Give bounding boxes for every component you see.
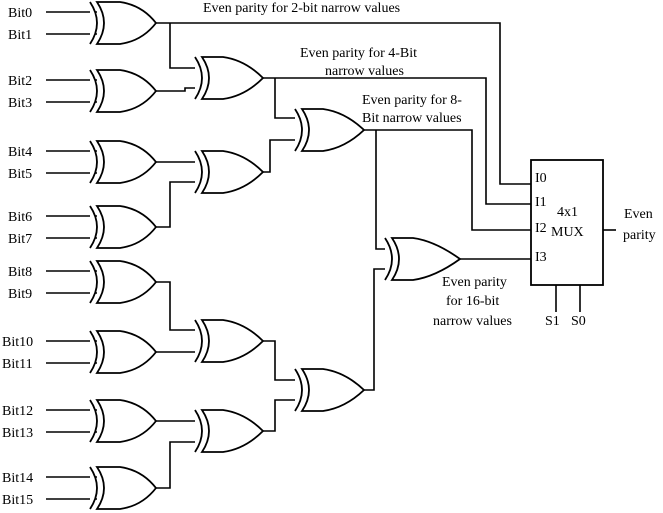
xor-gate-bit14-bit15 [89,466,158,510]
mux-input-i3: I3 [535,250,547,265]
input-label-bit11: Bit11 [2,357,33,372]
xor-gate-4bit-lower [194,409,265,453]
interconnect-wires [156,22,616,489]
input-label-bit3: Bit3 [8,96,32,111]
input-label-bit15: Bit15 [2,493,33,508]
input-label-bit12: Bit12 [2,404,33,419]
input-label-bit14: Bit14 [2,471,33,486]
input-label-bit1: Bit1 [8,28,32,43]
mux-title-line2: MUX [551,225,584,240]
mux-title-line1: 4x1 [557,205,578,220]
label-8bit-parity-line2: Bit narrow values [362,111,462,126]
input-label-bit9: Bit9 [8,287,32,302]
xor-gate-4bit-second [194,150,265,194]
xor-gate-bit8-bit9 [89,260,158,304]
input-label-bit5: Bit5 [8,167,32,182]
input-label-bit2: Bit2 [8,74,32,89]
mux-select-s1: S1 [545,314,560,329]
mux-select-s0: S0 [571,314,586,329]
xor-gate-bit12-bit13 [89,399,158,443]
xor-gate-bit2-bit3 [89,69,158,113]
input-label-bit6: Bit6 [8,210,32,225]
label-8bit-parity-line1: Even parity for 8- [362,93,462,108]
mux-input-i2: I2 [535,221,547,236]
label-16bit-parity-line2: for 16-bit [446,294,499,309]
xor-gate-bit0-bit1 [89,1,158,45]
mux-4x1: I0 I1 I2 I3 4x1 MUX S1 S0 Even parity [530,159,656,329]
mux-output-line1: Even [624,207,653,222]
xor-gate-4bit-upper [194,56,265,100]
mux-input-i1: I1 [535,195,547,210]
xor-gate-bit6-bit7 [89,205,158,249]
mux-input-i0: I0 [535,171,547,186]
xor-gate-4bit-third [194,319,265,363]
xor-gate-bit10-bit11 [89,330,158,374]
input-label-bit7: Bit7 [8,232,32,247]
xor-gate-bit4-bit5 [89,140,158,184]
input-label-bit0: Bit0 [8,6,32,21]
label-16bit-parity-line1: Even parity [442,275,507,290]
input-wires [46,11,97,500]
input-label-bit10: Bit10 [2,335,33,350]
label-2bit-parity: Even parity for 2-bit narrow values [203,1,400,16]
mux-output-line2: parity [623,228,656,243]
input-label-bit13: Bit13 [2,426,33,441]
input-label-bit4: Bit4 [8,145,32,160]
xor-gate-16bit [384,237,462,281]
mux-box [530,159,604,286]
input-labels: Bit0 Bit1 Bit2 Bit3 Bit4 Bit5 Bit6 Bit7 … [2,6,33,508]
label-16bit-parity-line3: narrow values [433,314,512,329]
label-4bit-parity-line2: narrow values [325,64,404,79]
xor-gate-8bit-upper [294,108,366,152]
xor-gate-8bit-lower [294,368,366,412]
label-4bit-parity-line1: Even parity for 4-Bit [300,46,417,61]
input-label-bit8: Bit8 [8,265,32,280]
